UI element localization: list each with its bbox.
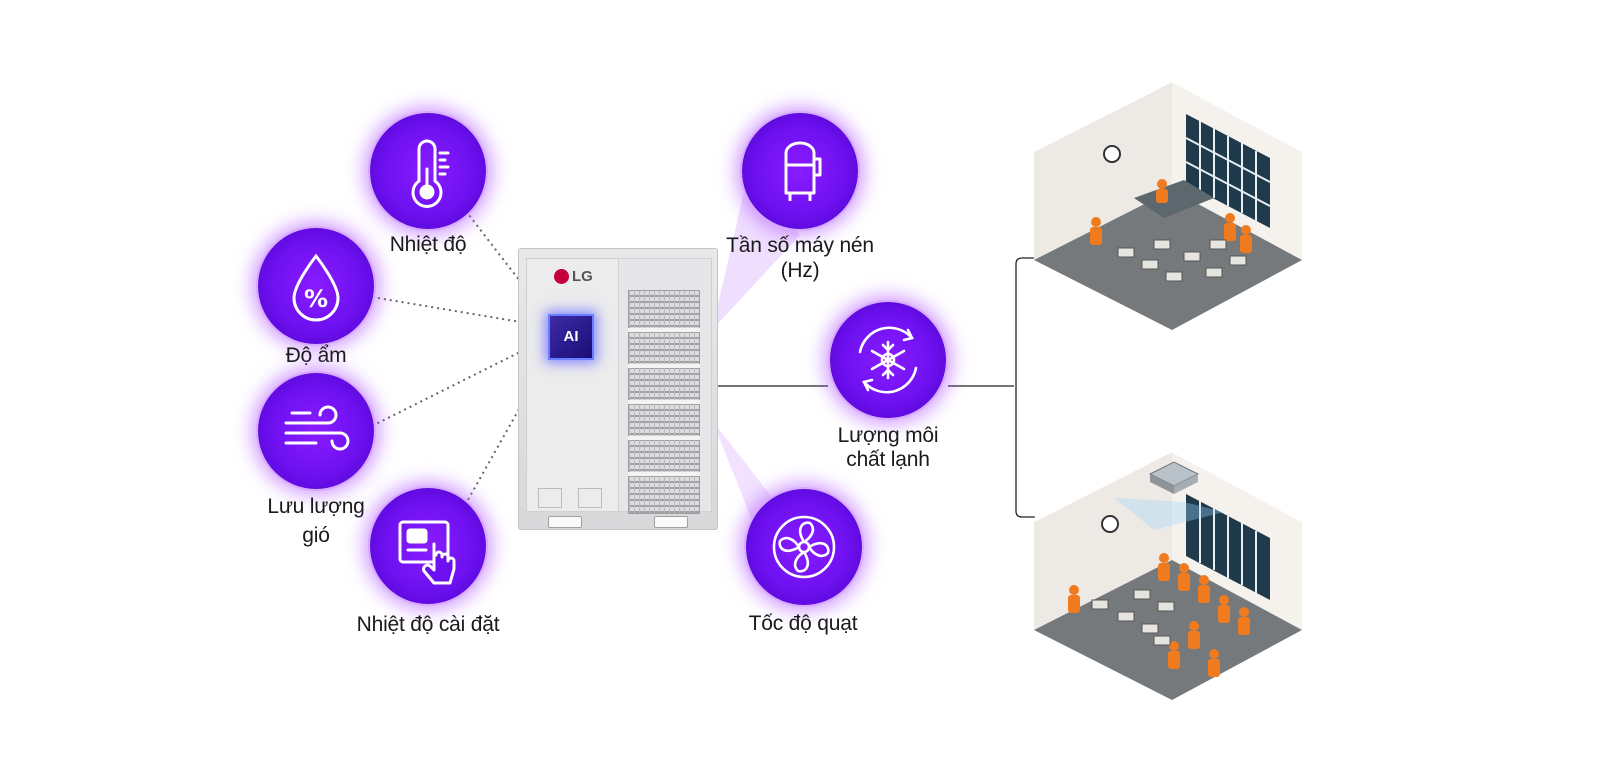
compressor-node bbox=[742, 113, 858, 229]
unit-foot bbox=[654, 516, 688, 528]
left-wall bbox=[1034, 450, 1172, 630]
set-temperature-node bbox=[370, 488, 486, 604]
ai-chip: AI bbox=[548, 314, 594, 360]
brand-name: LG bbox=[572, 268, 593, 285]
compressor-icon bbox=[784, 141, 822, 201]
airflow-label-line1: Lưu lượng bbox=[267, 495, 365, 518]
refrigerant-label-line2: chất lạnh bbox=[846, 448, 930, 471]
fan-icon bbox=[772, 515, 836, 579]
floor bbox=[1034, 560, 1302, 700]
fan-node bbox=[746, 489, 862, 605]
svg-text:%: % bbox=[304, 285, 328, 313]
unit-front-panel bbox=[526, 258, 620, 512]
thermostat-touch-icon bbox=[398, 520, 456, 585]
clock-icon bbox=[1103, 145, 1121, 163]
unit-port bbox=[578, 488, 602, 508]
refrigerant-node bbox=[830, 302, 946, 418]
water-drop-percent-icon: % bbox=[292, 253, 340, 322]
thermometer-icon bbox=[411, 139, 450, 208]
temperature-node bbox=[370, 113, 486, 229]
cool-air-flow bbox=[1114, 498, 1224, 530]
grille-band bbox=[628, 436, 700, 440]
room-before-illustration bbox=[1034, 80, 1302, 330]
unit-foot bbox=[548, 516, 582, 528]
grille-band bbox=[628, 364, 700, 368]
compressor-label-line1: Tần số máy nén bbox=[726, 234, 874, 257]
grille-band bbox=[628, 472, 700, 476]
snowflake-cycle-icon bbox=[858, 326, 918, 394]
wind-icon bbox=[284, 405, 350, 451]
airflow-label-line2: gió bbox=[302, 524, 330, 547]
unit-port bbox=[538, 488, 562, 508]
compressor-label-line2: (Hz) bbox=[780, 259, 820, 282]
table bbox=[1134, 180, 1214, 218]
outdoor-unit: LG AI bbox=[518, 248, 718, 530]
grille-band bbox=[628, 400, 700, 404]
set-temperature-label: Nhiệt độ cài đặt bbox=[356, 613, 500, 636]
humidity-node: % bbox=[258, 228, 374, 344]
clock-icon bbox=[1101, 515, 1119, 533]
lg-logo: LG bbox=[554, 268, 593, 285]
left-wall bbox=[1034, 80, 1172, 260]
temperature-label: Nhiệt độ bbox=[389, 233, 467, 256]
airflow-node bbox=[258, 373, 374, 489]
humidity-label: Độ ẩm bbox=[285, 344, 347, 367]
room-after-illustration bbox=[1034, 450, 1302, 700]
refrigerant-label-line1: Lượng môi bbox=[837, 424, 939, 447]
occupants bbox=[1068, 553, 1250, 677]
fan-speed-label: Tốc độ quạt bbox=[748, 612, 858, 635]
grille-band bbox=[628, 328, 700, 332]
occupants bbox=[1090, 179, 1252, 253]
